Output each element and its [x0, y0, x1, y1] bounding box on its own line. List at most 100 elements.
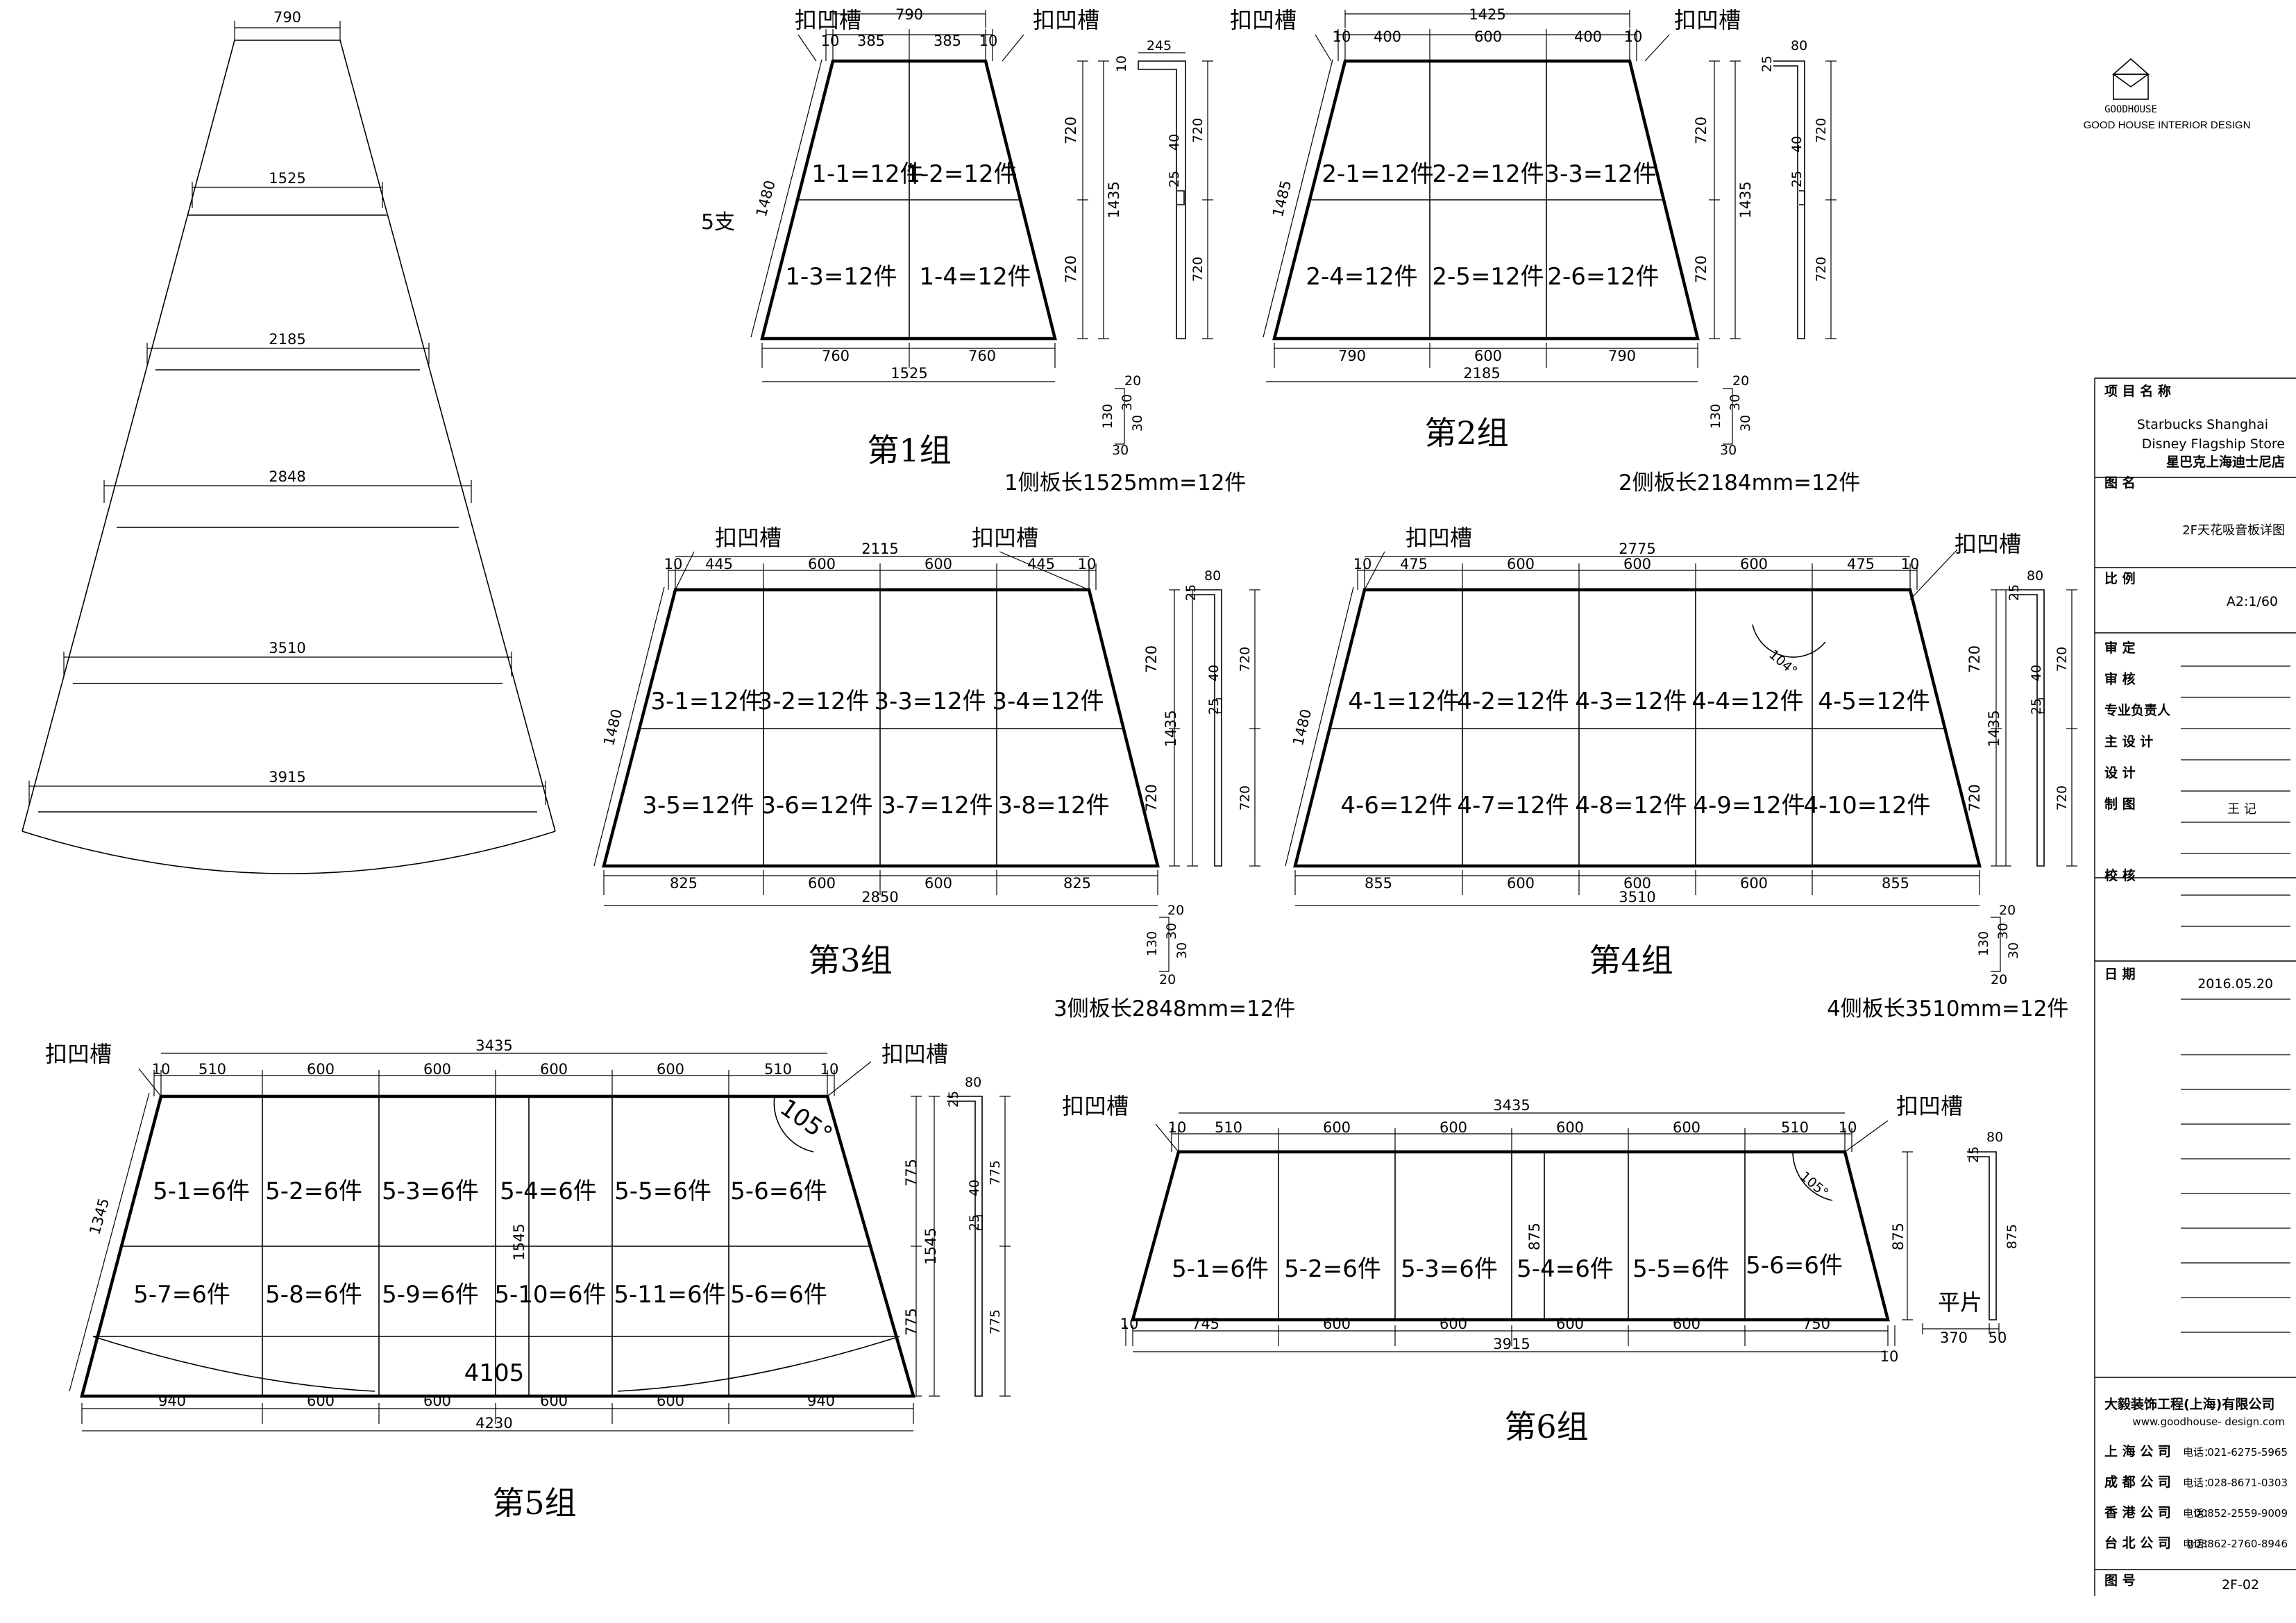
group-title: 第5组: [492, 1484, 576, 1522]
side-panel-note: 2侧板长2184mm=12件: [1619, 470, 1860, 495]
overview-width: 3915: [269, 769, 305, 785]
group-title: 第2组: [1424, 414, 1508, 452]
panel-label: 3-3=12件: [874, 688, 986, 715]
office-name: 上 海 公 司: [2104, 1443, 2171, 1459]
dim-top-seg: 600: [307, 1061, 335, 1078]
role-label: 设 计: [2104, 765, 2136, 781]
side-panel-note: 3侧板长2848mm=12件: [1054, 996, 1295, 1021]
dim-top-total: 2775: [1619, 541, 1655, 557]
panel-label: 4-7=12件: [1457, 792, 1569, 819]
dim-height: 720: [1063, 117, 1079, 144]
office-name: 台 北 公 司: [2104, 1535, 2171, 1551]
role-label: 主 设 计: [2104, 734, 2153, 749]
company-website: www.goodhouse- design.com: [2132, 1416, 2285, 1428]
detail-dim: 30: [1995, 923, 2011, 940]
dim-top-seg: 600: [657, 1061, 684, 1078]
panel-label: 3-5=12件: [642, 792, 754, 819]
panel-label: 1-3=12件: [785, 263, 897, 291]
profile-dim: 80: [965, 1075, 981, 1090]
dim-total-height: 1435: [1163, 710, 1179, 747]
slot-label: 扣凹槽: [1896, 1093, 1963, 1119]
group-4-section-detail: 20 130 30 30 20: [1976, 903, 2021, 987]
detail-dim: 20: [1167, 903, 1184, 918]
panel-label: 5-7=6件: [133, 1281, 230, 1309]
dim-bottom-seg: 750: [1803, 1316, 1830, 1332]
profile-dim: 80: [1204, 568, 1221, 584]
dim-top-total: 790: [895, 6, 923, 23]
panel-label: 5-6=6件: [730, 1178, 827, 1205]
dim-top-total: 1425: [1469, 6, 1505, 23]
dim-top-seg: 600: [1556, 1119, 1584, 1136]
strut-count: 5支: [701, 210, 735, 235]
panel-label: 3-7=12件: [881, 792, 993, 819]
dim-top-seg: 475: [1847, 556, 1875, 572]
angle-label: 104°: [1766, 647, 1800, 679]
profile-dim: 25: [1966, 1146, 1982, 1163]
profile-dim: 25: [946, 1091, 961, 1107]
overview-width: 2185: [269, 331, 305, 348]
dim-top-seg: 510: [764, 1061, 792, 1078]
panel-label: 5-1=6件: [1172, 1255, 1269, 1283]
dim-top-seg: 10: [820, 1061, 839, 1078]
dim-bottom-seg: 600: [808, 875, 836, 892]
group-4-panel-outline: [1293, 588, 1982, 868]
detail-dim: 30: [1728, 394, 1743, 411]
dim-top-total: 2115: [861, 541, 898, 557]
dim-top-seg: 600: [1507, 556, 1535, 572]
profile-dim: 25: [1789, 171, 1805, 187]
panel-label: 4-2=12件: [1457, 688, 1569, 715]
panel-label: 5-2=6件: [1284, 1255, 1381, 1283]
profile-dim: 720: [2054, 785, 2070, 810]
panel-label: 4-1=12件: [1348, 688, 1460, 715]
overview-width: 2848: [269, 468, 305, 485]
project-name-en: Disney Flagship Store: [2142, 436, 2285, 452]
dim-top-seg: 445: [1027, 556, 1055, 572]
dim-top-seg: 600: [1623, 556, 1651, 572]
dim-top-seg: 10: [821, 33, 840, 49]
detail-dim: 20: [1159, 972, 1176, 987]
logo-caption: GOOD HOUSE INTERIOR DESIGN: [2084, 119, 2251, 131]
dim-total-height: 1545: [922, 1227, 939, 1264]
dim-top-seg: 600: [540, 1061, 568, 1078]
dim-top-seg: 600: [1673, 1119, 1700, 1136]
panel-label: 2-5=12件: [1432, 263, 1544, 291]
detail-dim: 30: [1112, 443, 1129, 458]
dim-top-seg: 600: [1740, 556, 1768, 572]
panel-label: 3-1=12件: [650, 688, 762, 715]
profile-dim: 720: [1190, 118, 1206, 143]
panel-label: 3-4=12件: [992, 688, 1104, 715]
panel-label: 4-6=12件: [1340, 792, 1452, 819]
office-list: 上 海 公 司 电话： 021-6275-5965 成 都 公 司 电话： 02…: [2104, 1443, 2288, 1551]
detail-dim: 30: [1120, 394, 1135, 411]
drawing-name: 2F天花吸音板详图: [2182, 523, 2285, 538]
office-tel: 028-8671-0303: [2207, 1477, 2288, 1489]
profile-dim: 40: [1167, 134, 1182, 151]
overview-width: 1525: [269, 170, 305, 187]
profile-dim: 40: [967, 1180, 982, 1196]
panel-label: 5-3=6件: [382, 1178, 479, 1205]
dim-bottom-seg: 745: [1192, 1316, 1219, 1332]
panel-label: 1-1=12件: [811, 160, 923, 188]
panel-label: 1-2=12件: [905, 160, 1017, 188]
panel-label: 5-8=6件: [265, 1281, 362, 1309]
side-panel-note: 4侧板长3510mm=12件: [1827, 996, 2068, 1021]
dim-bottom-seg: 600: [1474, 348, 1502, 364]
panel-label: 5-9=6件: [382, 1281, 479, 1309]
dim-total-height: 1435: [1106, 181, 1122, 218]
office-tel-label: 电话：: [2183, 1538, 2214, 1550]
dim-height: 775: [903, 1159, 920, 1187]
detail-dim: 20: [1999, 903, 2016, 918]
panel-label: 4-4=12件: [1691, 688, 1803, 715]
dim-top-seg: 10: [152, 1061, 171, 1078]
dim-top-seg: 600: [925, 556, 952, 572]
profile-dim: 720: [1814, 257, 1829, 282]
dim-height: 720: [1143, 784, 1160, 812]
dim-bottom-seg: 790: [1608, 348, 1636, 364]
panel-label: 5-6=6件: [1746, 1252, 1843, 1280]
detail-dim: 30: [1738, 415, 1753, 432]
dim-top-total: 3435: [1493, 1097, 1530, 1114]
panel-label: 4-8=12件: [1575, 792, 1687, 819]
profile-dim: 720: [1190, 257, 1206, 282]
group-4: 扣凹槽 扣凹槽 2775 10 475 600 600 600 475 10 8…: [1285, 525, 2077, 1021]
dim-top-seg: 10: [979, 33, 998, 49]
